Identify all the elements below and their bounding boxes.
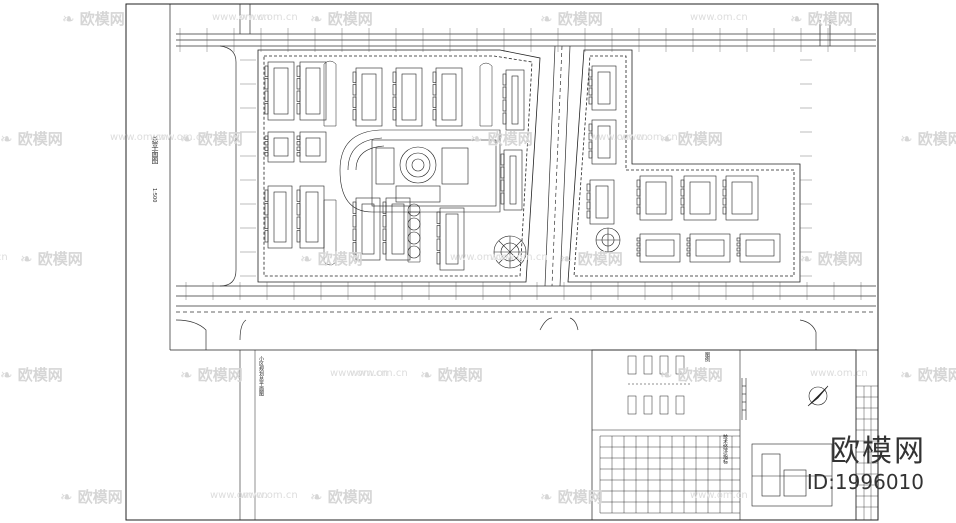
south-plaza (407, 203, 621, 269)
watermark-brand: ❧ 欧模网 (60, 488, 123, 506)
watermark-url: www.om.cn (150, 132, 208, 143)
drawing-scale: 1:500 (151, 188, 157, 203)
outer-frame (125, 3, 879, 521)
key-plan (751, 443, 833, 507)
watermark-brand: ❧ 欧模网 (540, 10, 603, 28)
watermark-brand: ❧ 欧模网 (20, 250, 83, 268)
site-boundary-east (567, 49, 801, 283)
watermark-url: www.om.cn (590, 132, 648, 143)
watermark-brand: ❧ 欧模网 (900, 366, 956, 384)
watermark-brand: ❧ 欧模网 (560, 250, 623, 268)
watermark-brand: ❧ 欧模网 (62, 10, 125, 28)
watermark-url: www.om.cn (240, 12, 298, 23)
scale-bar (741, 378, 747, 420)
watermark-url: www.om.cn (490, 252, 548, 263)
drawing-title: 总平面图 (151, 136, 159, 164)
watermark-brand: ❧ 欧模网 (180, 130, 243, 148)
watermark-url: www.om.cn (110, 132, 168, 143)
watermark-brand: ❧ 欧模网 (0, 366, 63, 384)
watermark-url: www.om.cn (350, 368, 408, 379)
watermark-brand: ❧ 欧模网 (660, 366, 723, 384)
drawing-note: 小区规划总平面图 (258, 356, 264, 396)
watermark-url: www.om.cn (330, 368, 388, 379)
watermark-url: www.om.cn (810, 368, 868, 379)
watermark-brand: ❧ 欧模网 (420, 366, 483, 384)
watermark-url: www.om.cn (690, 12, 748, 23)
brand-watermark: 欧模网 (830, 434, 926, 469)
watermark-url: www.om.cn (690, 490, 748, 501)
watermark-url: www.om.cn (450, 252, 508, 263)
watermark-brand: ❧ 欧模网 (0, 130, 63, 148)
parking-strips (323, 60, 493, 266)
watermark-brand: ❧ 欧模网 (790, 10, 853, 28)
model-id: ID:1996010 (806, 470, 924, 494)
residential-blocks (264, 61, 781, 271)
watermark-url: www.om.cn (620, 132, 678, 143)
watermark-brand: ❧ 欧模网 (310, 10, 373, 28)
index-table (599, 435, 740, 514)
watermark-brand: ❧ 欧模网 (900, 130, 956, 148)
site-boundary-west (257, 49, 541, 283)
legend-title: 图例 (704, 352, 710, 362)
watermark-url: www.om.cn (212, 12, 270, 23)
watermark-brand: ❧ 欧模网 (540, 488, 603, 506)
table-title: 技术经济指标 (722, 434, 728, 464)
watermark-brand: ❧ 欧模网 (470, 130, 533, 148)
watermark-brand: ❧ 欧模网 (310, 488, 373, 506)
watermark-brand: ❧ 欧模网 (800, 250, 863, 268)
watermark-brand: ❧ 欧模网 (660, 130, 723, 148)
watermark-url: www.om.cn (240, 490, 298, 501)
roads (175, 4, 876, 350)
watermark-url: www.om.cn (0, 252, 8, 263)
legend (627, 355, 690, 415)
watermark-brand: ❧ 欧模网 (180, 366, 243, 384)
dimension-lines (179, 28, 862, 300)
title-strip (856, 385, 878, 520)
north-arrow (807, 385, 829, 407)
central-plaza (339, 129, 501, 213)
watermark-brand: ❧ 欧模网 (300, 250, 363, 268)
watermark-url: www.om.cn (210, 490, 268, 501)
